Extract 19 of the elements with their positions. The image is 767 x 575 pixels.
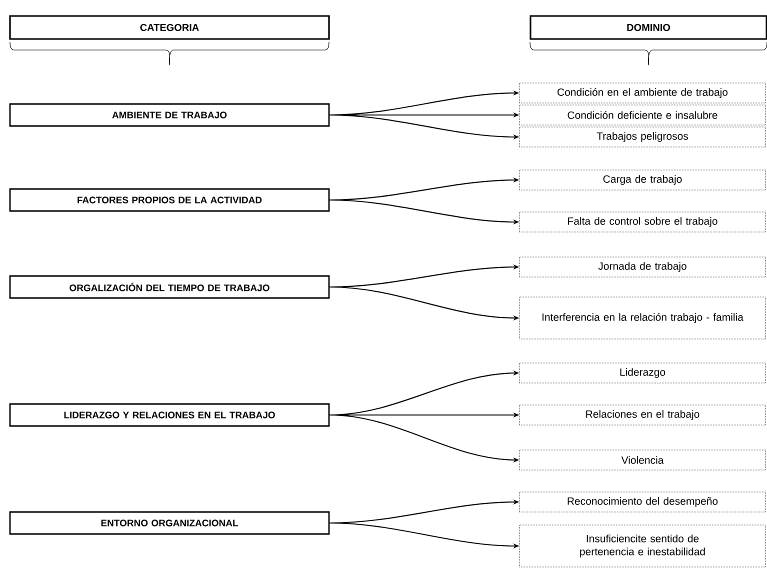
category-box: ORGALIZACIÓN DEL TIEMPO DE TRABAJO: [9, 275, 330, 299]
domain-box: Jornada de trabajo: [519, 256, 766, 278]
domain-box: Violencia: [519, 450, 766, 470]
domain-box: Insuficiencite sentido de pertenencia e inestabilidad: [519, 524, 766, 568]
category-box: AMBIENTE DE TRABAJO: [9, 103, 330, 127]
domain-box: Interferencia en la relación trabajo - familia: [519, 296, 766, 340]
domain-box: Condición deficiente e insalubre: [519, 104, 766, 126]
domain-box: Reconocimiento del desempeño: [519, 492, 766, 512]
domain-box: Condición en el ambiente de trabajo: [519, 82, 766, 104]
header-box: CATEGORIA: [9, 15, 330, 40]
category-box: LIDERAZGO Y RELACIONES EN EL TRABAJO: [9, 403, 330, 427]
domain-box: Carga de trabajo: [519, 170, 766, 190]
category-box: ENTORNO ORGANIZACIONAL: [9, 511, 330, 535]
domain-box: Trabajos peligrosos: [519, 126, 766, 148]
category-box: FACTORES PROPIOS DE LA ACTIVIDAD: [9, 188, 330, 212]
domain-box: Falta de control sobre el trabajo: [519, 212, 766, 232]
domain-box: Liderazgo: [519, 362, 766, 384]
domain-box: Relaciones en el trabajo: [519, 404, 766, 426]
header-box: DOMINIO: [530, 15, 767, 40]
